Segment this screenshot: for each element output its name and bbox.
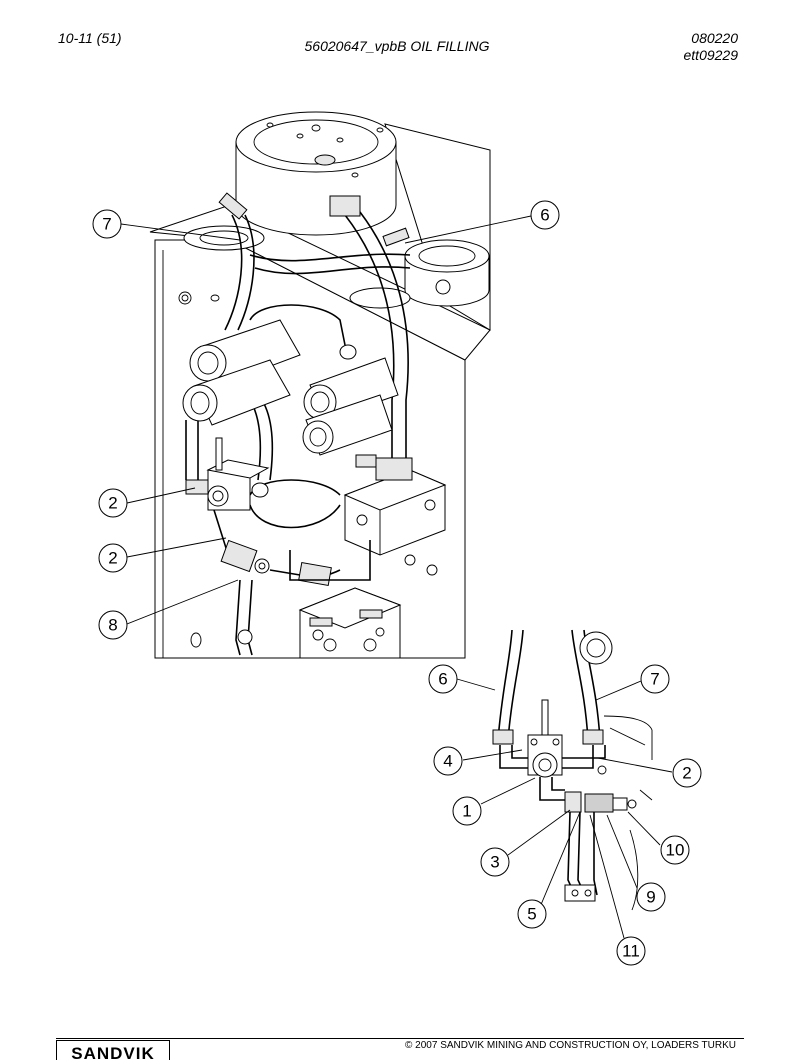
manifold-block: [298, 587, 402, 659]
callout-main-2b: 2: [98, 543, 128, 573]
svg-text:10: 10: [666, 841, 685, 860]
callout-detail-9: 9: [636, 882, 666, 912]
document-codes: 080220 ett09229: [684, 30, 739, 64]
date-code: 080220: [691, 30, 738, 46]
svg-text:2: 2: [108, 549, 117, 568]
svg-text:6: 6: [540, 206, 549, 225]
svg-text:5: 5: [527, 905, 536, 924]
callout-detail-5: 5: [517, 899, 547, 929]
page-reference: 10-11 (51): [58, 30, 122, 46]
hoses: [185, 192, 411, 481]
callout-main-6: 6: [530, 200, 560, 230]
svg-text:9: 9: [646, 888, 655, 907]
callout-main-8: 8: [98, 610, 128, 640]
svg-text:2: 2: [682, 764, 691, 783]
detail-leaders: [456, 678, 673, 939]
callout-detail-7: 7: [640, 664, 670, 694]
copyright-notice: © 2007 SANDVIK MINING AND CONSTRUCTION O…: [405, 1040, 736, 1051]
svg-text:7: 7: [650, 670, 659, 689]
svg-text:3: 3: [490, 853, 499, 872]
main-leaders: [120, 215, 532, 625]
port-cylinders: [182, 319, 399, 456]
callout-detail-3: 3: [480, 847, 510, 877]
svg-text:4: 4: [443, 752, 452, 771]
svg-text:11: 11: [622, 942, 640, 961]
svg-text:7: 7: [102, 215, 111, 234]
main-assembly-view: [149, 111, 491, 659]
callout-main-7: 7: [92, 209, 122, 239]
callout-detail-1: 1: [452, 796, 482, 826]
valve-block: [343, 454, 447, 556]
drawing-id: ett09229: [683, 47, 739, 63]
callout-detail-10: 10: [660, 835, 690, 865]
document-title: 56020647_vpbB OIL FILLING: [304, 38, 490, 54]
sandvik-logo: SANDVIK: [56, 1040, 170, 1060]
footer-rule: [56, 1038, 744, 1039]
pump-housing: [183, 111, 397, 251]
callout-detail-6: 6: [428, 664, 458, 694]
svg-text:1: 1: [462, 802, 471, 821]
hose-clamps: [249, 304, 357, 529]
callout-detail-2: 2: [672, 758, 702, 788]
svg-text:8: 8: [108, 616, 117, 635]
motor-unit: [349, 239, 490, 309]
svg-text:6: 6: [438, 670, 447, 689]
svg-text:2: 2: [108, 494, 117, 513]
callout-detail-4: 4: [433, 746, 463, 776]
detail-assembly-view: [492, 629, 653, 911]
callout-main-2a: 2: [98, 488, 128, 518]
filling-valve-main: [185, 437, 371, 656]
callout-detail-11: 11: [616, 936, 646, 966]
